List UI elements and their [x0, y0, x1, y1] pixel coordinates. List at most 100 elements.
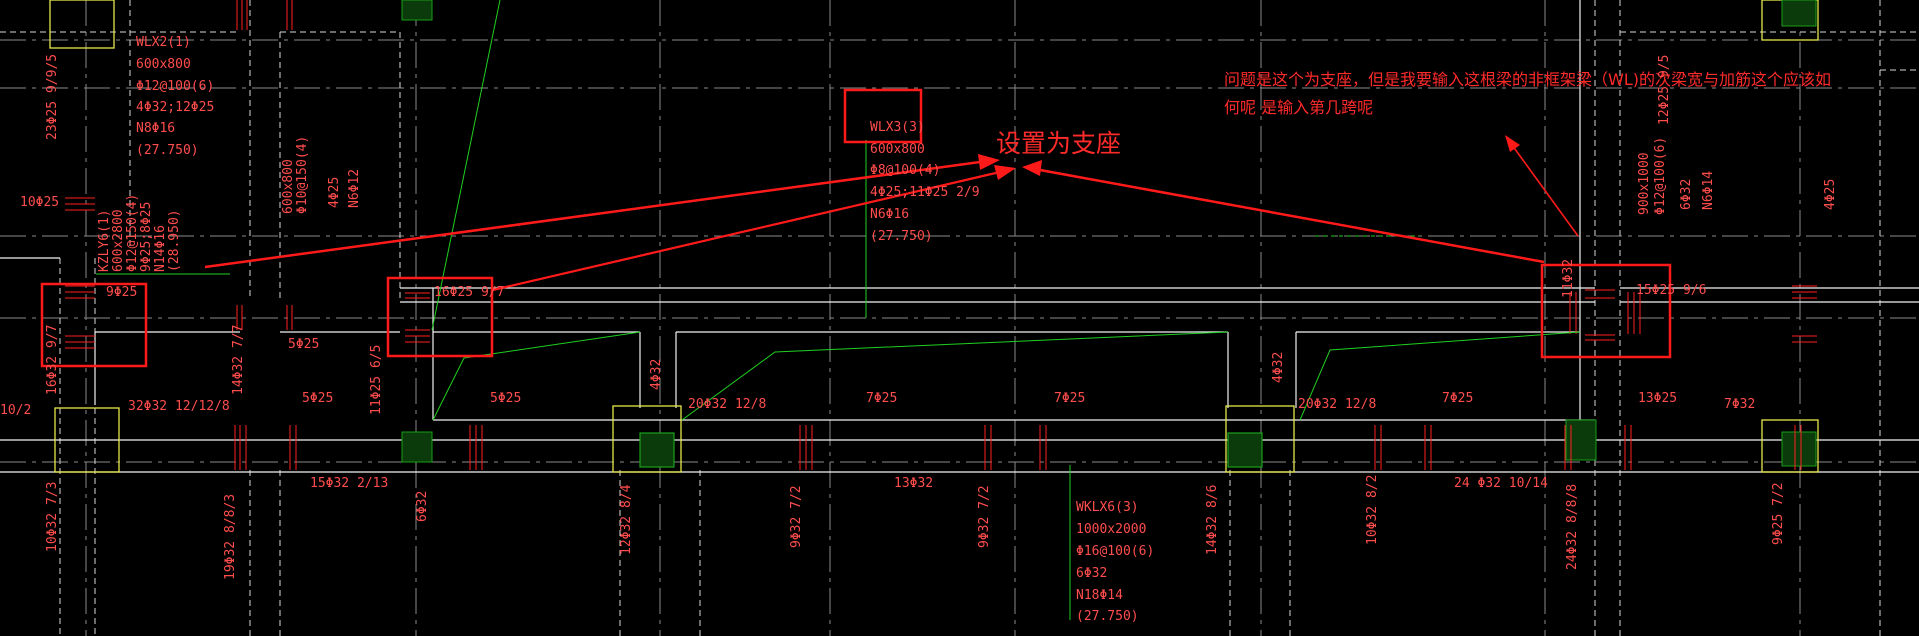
- kzly6-side-rebar: N14Φ16: [153, 225, 168, 272]
- rebar-label: 5Φ25: [288, 337, 319, 352]
- callout-set-as-support: 设置为支座: [996, 129, 1121, 158]
- rebar-label: 16Φ32 9/7: [45, 325, 60, 395]
- column-top-left: [49, 0, 115, 49]
- column-top-mid: [401, 0, 433, 21]
- wklx6-size: 1000x2000: [1076, 522, 1146, 537]
- rebar-label: 10Φ32 7/3: [45, 482, 60, 552]
- right-vert-stirrup: Φ12@100(6): [1653, 137, 1668, 215]
- wklx6-name: WKLX6(3): [1076, 500, 1139, 515]
- beam-spec-kzly6: KZLY6(1) 600x2800 Φ12@150(4) 9Φ25;8Φ25 N…: [97, 194, 182, 272]
- wklx6-side-rebar: N18Φ14: [1076, 588, 1123, 603]
- arrow-from-right-box: [1039, 168, 1545, 264]
- arrow-head-note: [1505, 135, 1520, 152]
- kzly6-elevation: (28.950): [167, 209, 182, 272]
- wlx3-size: 600x800: [870, 142, 925, 157]
- horizontal-rebar-labels: 10Φ25 9Φ25 16Φ25 9/7 15Φ25 9/6 5Φ25 5Φ25…: [0, 195, 1755, 491]
- arrow-head-right: [1022, 160, 1042, 176]
- wklx6-elevation: (27.750): [1076, 609, 1139, 624]
- column-center-right: [1225, 405, 1295, 473]
- rebar-label: 5Φ25: [302, 391, 333, 406]
- rebar-label: 4Φ32: [1271, 352, 1286, 383]
- column-center-right-core: [1227, 432, 1263, 468]
- rebar-label: 7Φ25: [1442, 391, 1473, 406]
- kzly6-stirrup: Φ12@150(4): [125, 194, 140, 272]
- rebar-label: 7Φ25: [1054, 391, 1085, 406]
- rebar-label: 4Φ32: [649, 359, 664, 390]
- arrow-to-note: [1511, 144, 1579, 237]
- arrow-from-left-box: [204, 160, 981, 269]
- left-vert-side-rebar: N6Φ12: [347, 169, 362, 208]
- wlx2-main-rebar: 4Φ32;12Φ25: [136, 100, 214, 115]
- support-box-right: [1540, 263, 1672, 359]
- rebar-label: 10Φ25: [20, 195, 59, 210]
- annotation-boxes: [40, 88, 1672, 368]
- rebar-label: 7Φ32: [1724, 397, 1755, 412]
- rebar-marks: [65, 0, 1817, 470]
- rebar-label: 14Φ32 8/6: [1205, 485, 1220, 555]
- rebar-label: 23Φ25 9/9/5: [45, 54, 60, 140]
- column-top-right: [1761, 0, 1819, 41]
- rebar-label: 24Φ32 8/8/8: [1565, 484, 1580, 570]
- left-vert-stirrup: Φ10@150(4): [295, 136, 310, 214]
- wlx2-side-rebar: N8Φ16: [136, 121, 175, 136]
- wklx6-stirrup: Φ16@100(6): [1076, 544, 1154, 559]
- column-center-left-core: [639, 432, 675, 468]
- arrow-from-middle-box: [492, 170, 1001, 292]
- rebar-label: 20Φ32 12/8: [1298, 397, 1376, 412]
- right-vert-side-rebar: N6Φ14: [1701, 171, 1716, 210]
- beam-spec-wklx6: WKLX6(3) 1000x2000 Φ16@100(6) 6Φ32 N18Φ1…: [1076, 500, 1154, 624]
- rebar-label: 7Φ25: [866, 391, 897, 406]
- wlx3-name: WLX3(3): [870, 120, 925, 135]
- right-vert-size: 900x1000: [1637, 152, 1652, 215]
- annotation-arrows: [204, 135, 1579, 292]
- rebar-label: 19Φ32 8/8/3: [223, 494, 238, 580]
- question-note-line2: 何呢 是输入第几跨呢: [1224, 98, 1373, 117]
- vertical-rebar-labels: 23Φ25 9/9/5 16Φ32 9/7 14Φ32 7/7 11Φ25 6/…: [45, 54, 1838, 580]
- rebar-label: 9Φ25: [106, 285, 137, 300]
- rebar-label: 10Φ32 8/2: [1365, 475, 1380, 545]
- rebar-label: 12Φ25 9/5: [1657, 55, 1672, 125]
- wlx3-elevation: (27.750): [870, 229, 933, 244]
- kzly6-main-rebar: 9Φ25;8Φ25: [139, 202, 154, 272]
- rebar-label: 10/2: [0, 403, 31, 418]
- rebar-label: 11Φ25 6/5: [369, 345, 384, 415]
- beam-spec-wlx3: WLX3(3) 600x800 Φ8@100(4) 4Φ25;11Φ25 2/9…: [870, 120, 980, 244]
- column-center-left: [612, 405, 682, 473]
- rebar-label: 4Φ25: [1823, 179, 1838, 210]
- rebar-label: 15Φ32 2/13: [310, 476, 388, 491]
- right-vert-main-rebar: 6Φ32: [1679, 179, 1694, 210]
- beam-lines: [0, 0, 1919, 473]
- wlx2-stirrup: Φ12@100(6): [136, 79, 214, 94]
- rebar-label: 9Φ32 7/2: [977, 485, 992, 548]
- left-vert-main-rebar: 4Φ25: [327, 177, 342, 208]
- wlx3-stirrup: Φ8@100(4): [870, 163, 940, 178]
- rebar-label: 6Φ32: [415, 491, 430, 522]
- column-left: [54, 407, 120, 473]
- wlx3-label-box: [843, 88, 923, 144]
- wlx2-elevation: (27.750): [136, 143, 199, 158]
- columns: [49, 0, 1819, 473]
- rebar-label: 5Φ25: [490, 391, 521, 406]
- column-top-right-core: [1781, 0, 1817, 27]
- kzly6-name: KZLY6(1): [97, 209, 112, 272]
- wklx6-main-rebar: 6Φ32: [1076, 566, 1107, 581]
- column-far-right: [1761, 419, 1819, 473]
- column-mid-left: [401, 431, 433, 463]
- rebar-label: 9Φ25 7/2: [1771, 482, 1786, 545]
- wlx3-side-rebar: N6Φ16: [870, 207, 909, 222]
- rebar-label: 13Φ32: [894, 476, 933, 491]
- beam-spec-right-vertical: 900x1000 Φ12@100(6) 6Φ32 N6Φ14: [1637, 137, 1716, 215]
- arrow-head-left: [978, 154, 1000, 170]
- beam-spec-wlx2: WLX2(1) 600x800 Φ12@100(6) 4Φ32;12Φ25 N8…: [136, 35, 214, 158]
- rebar-label: 14Φ32 7/7: [231, 325, 246, 395]
- rebar-label: 20Φ32 12/8: [688, 397, 766, 412]
- wlx3-main-rebar: 4Φ25;11Φ25 2/9: [870, 185, 980, 200]
- rebar-label: 12Φ32 8/4: [619, 484, 634, 555]
- column-far-right-core: [1781, 431, 1817, 467]
- rebar-label: 13Φ25: [1638, 391, 1677, 406]
- rebar-label: 9Φ32 7/2: [789, 485, 804, 548]
- rebar-label: 15Φ25 9/6: [1636, 283, 1706, 298]
